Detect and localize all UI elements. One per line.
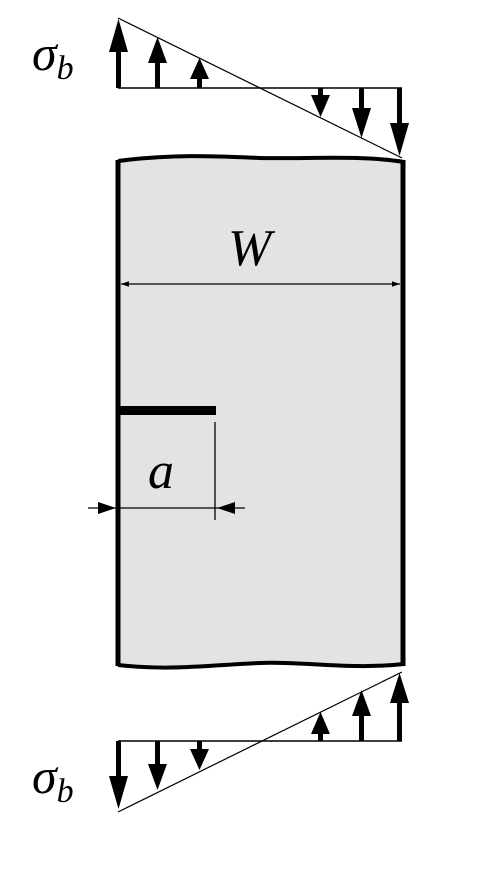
- bottom-stress-label: σb: [32, 748, 74, 810]
- crack-length-label: a: [148, 443, 174, 500]
- top-stress-arrow-4: [311, 88, 330, 117]
- bottom-stress-subscript: b: [57, 773, 74, 810]
- top-stress-subscript: b: [57, 50, 74, 87]
- top-stress-arrow-2: [148, 37, 167, 88]
- crack-length-dimension: a: [88, 422, 245, 520]
- top-stress-label: σb: [32, 25, 74, 87]
- plate-top-break-line: [117, 154, 405, 164]
- top-stress-arrow-3: [190, 58, 209, 88]
- bottom-stress-profile-line: [117, 671, 403, 813]
- width-dimension: W: [121, 220, 400, 287]
- bottom-stress-arrow-6: [390, 673, 409, 741]
- width-label: W: [228, 220, 276, 277]
- top-stress-arrow-5: [352, 88, 371, 138]
- bottom-stress-arrow-2: [148, 741, 167, 790]
- bottom-stress-arrow-5: [352, 690, 371, 741]
- plate-bottom-break-line: [117, 660, 405, 670]
- bottom-stress-symbol: σ: [32, 748, 59, 804]
- crack-dimension-arrow-right: [217, 502, 235, 514]
- bottom-stress-distribution: σb: [32, 671, 409, 813]
- top-stress-profile-line: [117, 17, 403, 159]
- bottom-stress-arrow-1: [109, 741, 128, 809]
- top-stress-symbol: σ: [32, 25, 59, 81]
- crack-dimension-arrow-left: [98, 502, 116, 514]
- top-stress-arrow-6: [390, 88, 409, 156]
- edge-crack: [118, 406, 216, 415]
- top-stress-distribution: σb: [32, 17, 409, 159]
- bottom-stress-arrow-4: [311, 712, 330, 741]
- top-stress-arrow-1: [109, 19, 128, 88]
- bottom-stress-arrow-3: [190, 741, 209, 770]
